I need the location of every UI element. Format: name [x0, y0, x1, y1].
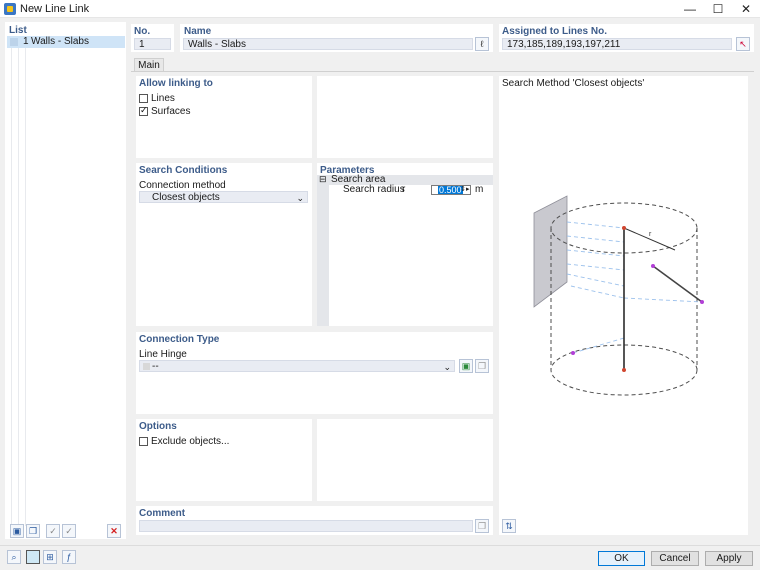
- item-color-swatch: [10, 38, 18, 46]
- uncheck-item-icon[interactable]: ✓: [62, 524, 76, 538]
- end-point: [622, 368, 626, 372]
- search-radius-value: 0.500: [438, 185, 463, 195]
- name-field[interactable]: Walls - Slabs: [183, 38, 473, 50]
- tree-guide: [18, 48, 19, 526]
- zoom-icon[interactable]: ⌕: [7, 550, 21, 564]
- copy-item-icon[interactable]: ❐: [26, 524, 40, 538]
- line-hinge-value: --: [152, 361, 159, 372]
- number-box: No. 1: [131, 24, 174, 52]
- allow-linking-title: Allow linking to: [139, 78, 213, 89]
- assigned-lines-field[interactable]: 173,185,189,193,197,211: [502, 38, 732, 50]
- hinge-swatch: [143, 363, 150, 370]
- node-point: [571, 351, 575, 355]
- bottom-bar: ⌕ ⊞ ƒ OK Cancel Apply: [0, 545, 760, 570]
- comment-section: Comment ❐: [136, 506, 493, 535]
- search-radius-unit: m: [475, 184, 484, 195]
- search-area-group-row[interactable]: ⊟ Search area: [317, 174, 493, 185]
- allow-linking-section: Allow linking to Lines Surfaces: [136, 76, 312, 158]
- swap-view-icon[interactable]: ⇅: [502, 519, 516, 533]
- list-header: List: [9, 25, 27, 36]
- edit-name-icon[interactable]: ℓ: [475, 37, 489, 51]
- cancel-button[interactable]: Cancel: [651, 551, 699, 566]
- search-conditions-title: Search Conditions: [139, 165, 228, 176]
- title-bar: New Line Link — ☐ ✕: [0, 0, 760, 18]
- minimize-button[interactable]: —: [684, 2, 696, 16]
- preview-title: Search Method 'Closest objects': [502, 78, 645, 89]
- tab-divider: [131, 71, 754, 72]
- parameters-title: Parameters: [320, 165, 375, 176]
- close-button[interactable]: ✕: [740, 2, 752, 16]
- list-item[interactable]: 1 Walls - Slabs: [7, 36, 125, 48]
- lines-checkbox[interactable]: [139, 94, 148, 103]
- formula-icon[interactable]: ƒ: [62, 550, 76, 564]
- tree-guide: [11, 48, 12, 526]
- comment-field[interactable]: [139, 520, 473, 532]
- view-icon[interactable]: [26, 550, 40, 564]
- chevron-down-icon: ⌄: [443, 362, 451, 372]
- parameters-section: Parameters ⊟ Search area Search radius r…: [317, 163, 493, 326]
- search-conditions-section: Search Conditions Connection method Clos…: [136, 163, 312, 326]
- connection-type-title: Connection Type: [139, 334, 220, 345]
- assigned-box: Assigned to Lines No. 173,185,189,193,19…: [499, 24, 754, 52]
- line-hinge-select[interactable]: -- ⌄: [139, 360, 455, 372]
- line-hinge-label: Line Hinge: [139, 349, 187, 360]
- connection-method-value: Closest objects: [152, 192, 220, 203]
- collapse-icon[interactable]: ⊟: [319, 174, 327, 184]
- connection-method-select[interactable]: Closest objects ⌄: [139, 191, 308, 203]
- ok-button[interactable]: OK: [598, 551, 645, 566]
- app-icon: [4, 3, 16, 15]
- new-item-icon[interactable]: ▣: [10, 524, 24, 538]
- search-radius-row: Search radius r 0.500 ⇕ ▸ m: [329, 184, 493, 195]
- delete-icon[interactable]: ✕: [107, 524, 121, 538]
- list-item-number: 1: [23, 36, 29, 47]
- projection-lines: [566, 221, 703, 354]
- search-radius-symbol: r: [402, 184, 406, 195]
- preview-panel: Search Method 'Closest objects' r: [499, 76, 748, 535]
- list-panel: List 1 Walls - Slabs ▣ ❐ ✓ ✓ ✕: [5, 22, 126, 539]
- number-field[interactable]: 1: [134, 38, 171, 50]
- radius-label: r: [649, 231, 652, 238]
- adjacent-line: [652, 265, 703, 303]
- assigned-label: Assigned to Lines No.: [502, 26, 608, 37]
- start-point: [622, 226, 626, 230]
- exclude-objects-label: Exclude objects...: [151, 436, 230, 447]
- surfaces-checkbox[interactable]: [139, 105, 148, 116]
- lines-label: Lines: [151, 93, 175, 104]
- tree-indent-bar: [317, 185, 329, 326]
- comment-title: Comment: [139, 508, 186, 519]
- name-box: Name Walls - Slabs ℓ: [180, 24, 493, 52]
- radius-line: [623, 227, 676, 251]
- tree-guide: [25, 48, 26, 526]
- number-label: No.: [134, 26, 151, 37]
- search-radius-input[interactable]: 0.500 ⇕ ▸: [431, 185, 471, 195]
- name-label: Name: [184, 26, 212, 37]
- node-point: [700, 300, 704, 304]
- surfaces-label: Surfaces: [151, 106, 191, 117]
- table-icon[interactable]: ⊞: [43, 550, 57, 564]
- search-radius-label: Search radius: [343, 184, 405, 195]
- chevron-down-icon: ⌄: [296, 193, 304, 203]
- connection-type-section: Connection Type Line Hinge -- ⌄ ▣ ❐: [136, 332, 493, 414]
- exclude-objects-checkbox[interactable]: [139, 437, 148, 446]
- node-point: [651, 264, 655, 268]
- comment-library-icon[interactable]: ❐: [475, 519, 489, 533]
- options-title: Options: [139, 421, 177, 432]
- empty-panel-bottom: [317, 419, 493, 501]
- search-area-label: Search area: [331, 174, 386, 185]
- new-hinge-icon[interactable]: ▣: [459, 359, 473, 373]
- closest-objects-diagram: r: [533, 195, 704, 396]
- options-section: Options Exclude objects...: [136, 419, 312, 501]
- empty-panel-top: [317, 76, 493, 158]
- check-item-icon[interactable]: ✓: [46, 524, 60, 538]
- spin-icon[interactable]: ⇕: [460, 186, 466, 193]
- connection-method-label: Connection method: [139, 180, 226, 191]
- apply-button[interactable]: Apply: [705, 551, 753, 566]
- tab-main[interactable]: Main: [134, 58, 164, 72]
- maximize-button[interactable]: ☐: [712, 2, 724, 16]
- list-item-name: Walls - Slabs: [31, 36, 89, 47]
- select-lines-icon[interactable]: ↖: [736, 37, 750, 51]
- window-title: New Line Link: [20, 3, 90, 15]
- edit-hinge-icon[interactable]: ❐: [475, 359, 489, 373]
- arrow-right-icon[interactable]: ▸: [466, 186, 470, 193]
